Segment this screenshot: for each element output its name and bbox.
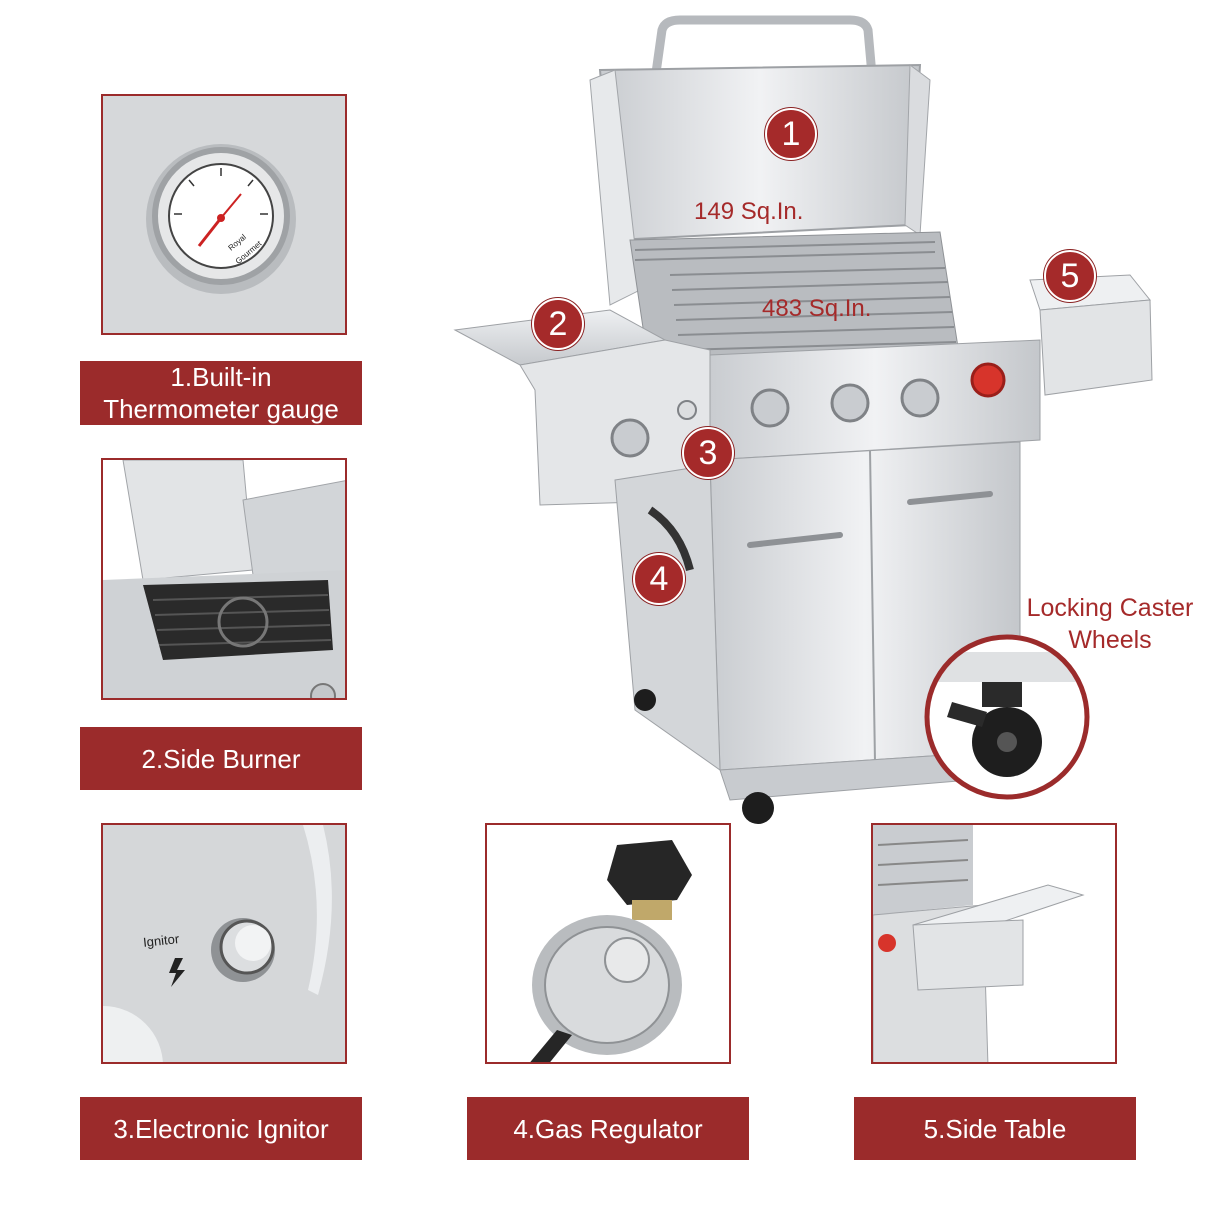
side-burner-thumbnail [101,458,347,700]
badge-4: 4 [633,553,685,605]
label-gas-regulator: 4.Gas Regulator [467,1097,749,1160]
gas-regulator-thumbnail [485,823,731,1064]
badge-1: 1 [765,108,817,160]
thermometer-thumbnail: Royal Gourmet [101,94,347,335]
badge-3: 3 [682,427,734,479]
main-grate-area: 483 Sq.In. [762,295,872,322]
thermometer-gauge-icon [103,96,345,333]
label-side-table: 5.Side Table [854,1097,1136,1160]
grill-illustration [453,15,1153,824]
caster-closeup [924,634,1090,800]
ignitor-button-icon [103,825,345,1062]
caster-label: Locking Caster Wheels [1026,594,1194,654]
side-table-icon [873,825,1085,1062]
side-table-thumbnail [871,823,1117,1064]
label-thermometer: 1.Built-in Thermometer gauge [80,361,362,425]
label-ignitor: 3.Electronic Ignitor [80,1097,362,1160]
badge-2: 2 [532,298,584,350]
ignitor-thumbnail: Ignitor [101,823,347,1064]
label-side-burner: 2.Side Burner [80,727,362,790]
upper-rack-area: 149 Sq.In. [694,198,804,225]
badge-5: 5 [1044,250,1096,302]
side-burner-icon [103,460,345,698]
gas-regulator-icon [530,840,692,1062]
